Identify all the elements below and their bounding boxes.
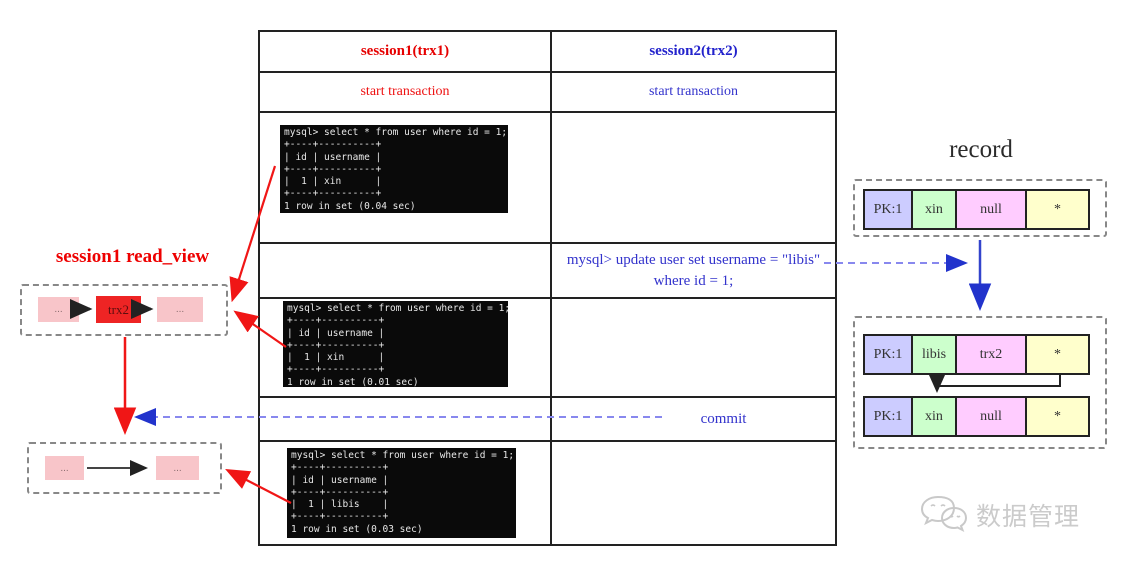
readview-chain-box-2: ... ... [27,442,222,494]
watermark: 数据管理 [918,494,1080,536]
terminal-screenshot-select-1: mysql> select * from user where id = 1; … [280,125,508,213]
commit-row: commit [260,396,835,440]
record-pk-cell: PK:1 [865,191,911,228]
record-value-cell: xin [911,398,955,435]
record-current-box: PK:1 xin null * [853,179,1107,237]
wechat-bubbles-icon [920,495,968,533]
start-transaction-row: start transaction start transaction [260,71,835,111]
record-versions-box: PK:1 libis trx2 * PK:1 xin null * [853,316,1107,449]
record-pk-cell: PK:1 [865,336,911,373]
readview-title: session1 read_view [55,246,210,267]
update-statement-line2: where id = 1; [653,272,734,289]
table-header-row: session1(trx1) session2(trx2) [260,32,835,71]
record-version-new-row: PK:1 libis trx2 * [863,334,1090,375]
record-trx-cell: trx2 [955,336,1025,373]
session1-header: session1(trx1) [360,43,450,59]
record-pk-cell: PK:1 [865,398,911,435]
second-select-row [260,297,835,396]
record-trx-cell: null [955,191,1025,228]
first-select-row [260,111,835,242]
record-roll-ptr-cell: * [1025,336,1088,373]
third-select-row [260,440,835,544]
record-value-cell: xin [911,191,955,228]
watermark-text: 数据管理 [976,502,1081,531]
record-title: record [949,136,1013,163]
record-current-row: PK:1 xin null * [863,189,1090,230]
commit-label: commit [700,410,747,427]
trx-node-left: ... [38,297,79,322]
trx-node-b: ... [156,456,199,480]
terminal-screenshot-select-3: mysql> select * from user where id = 1; … [287,448,516,538]
session1-start-transaction: start transaction [360,84,450,99]
terminal-screenshot-select-2: mysql> select * from user where id = 1; … [283,301,508,387]
record-roll-ptr-cell: * [1025,398,1088,435]
session-table: session1(trx1) session2(trx2) start tran… [258,30,837,546]
record-value-cell: libis [911,336,955,373]
session2-start-transaction: start transaction [648,84,739,99]
record-version-old-row: PK:1 xin null * [863,396,1090,437]
session2-header: session2(trx2) [649,43,738,59]
record-roll-ptr-cell: * [1025,191,1088,228]
update-statement-line1: mysql> update user set username = "libis… [566,251,821,268]
trx-node-right: ... [157,297,203,322]
trx-node-a: ... [45,456,84,480]
update-row: mysql> update user set username = "libis… [260,242,835,297]
table-column-divider [550,32,552,544]
readview-chain-box-1: ... trx2 ... [20,284,228,336]
record-trx-cell: null [955,398,1025,435]
trx-node-trx2: trx2 [96,296,141,323]
update-statement: mysql> update user set username = "libis… [552,244,835,297]
